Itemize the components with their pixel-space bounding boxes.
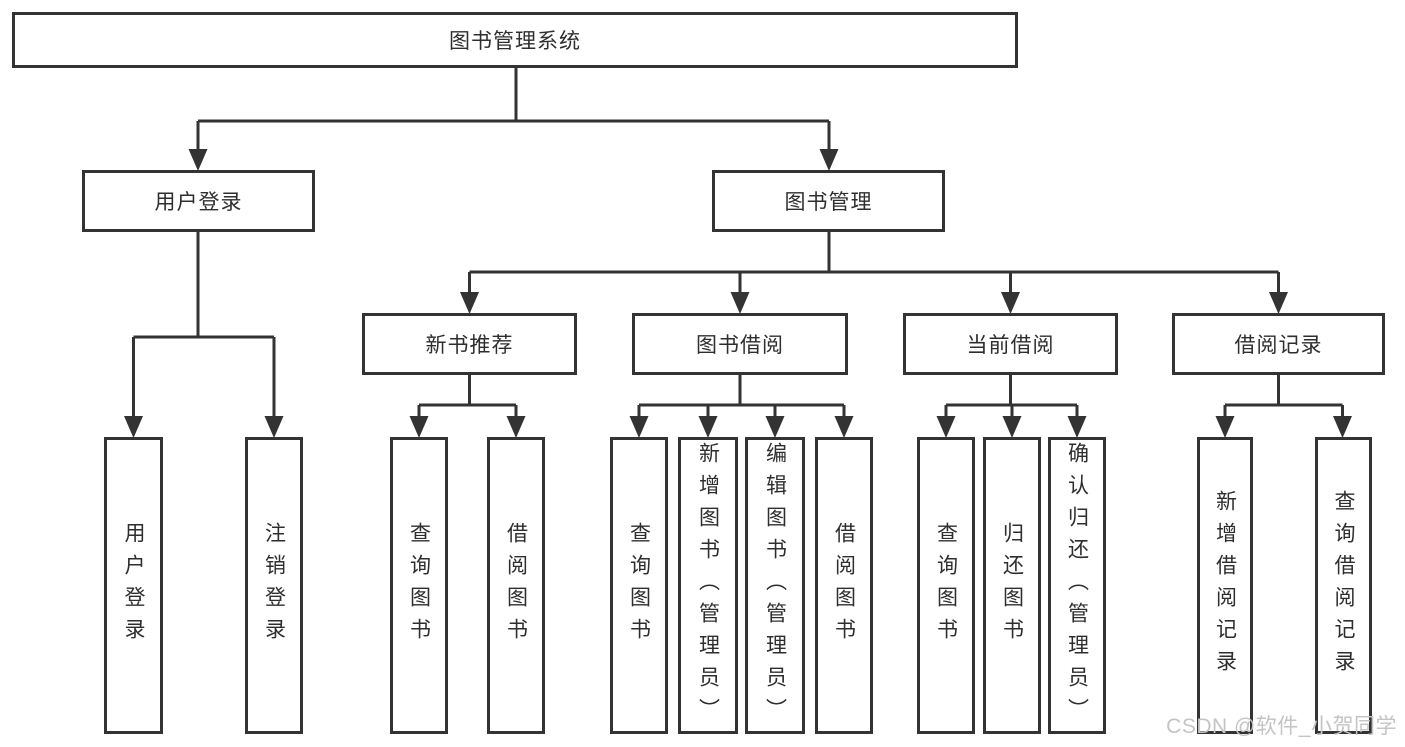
node-leaf-return-books: 归还图书 [983,437,1041,734]
node-label: 查询图书 [627,521,651,650]
node-label: 借阅图书 [832,521,856,650]
node-label: 用户登录 [122,521,145,650]
node-label: 查询图书 [934,521,958,650]
node-leaf-edit-books-admin: 编辑图书（管理员） [745,437,805,734]
node-label: 新增图书（管理员） [696,441,720,730]
node-label: 查询借阅记录 [1332,489,1355,682]
node-label: 确认归还（管理员） [1065,441,1089,730]
node-label: 归还图书 [1000,521,1024,650]
arrowheads [124,149,1352,438]
node-label: 查询图书 [407,521,431,650]
node-leaf-query-books-borrowing: 查询图书 [610,437,668,734]
node-label: 借阅图书 [504,521,528,650]
node-leaf-user-login: 用户登录 [104,437,163,734]
node-label: 注销登录 [262,521,286,650]
node-leaf-query-books-newrec: 查询图书 [390,437,448,734]
node-label: 当前借阅 [966,334,1055,357]
node-leaf-logout: 注销登录 [245,437,303,734]
node-leaf-add-books-admin: 新增图书（管理员） [678,437,738,734]
node-new-book-recommendation: 新书推荐 [362,313,577,375]
node-label: 新增借阅记录 [1213,489,1237,682]
node-label: 图书借阅 [696,334,784,357]
node-leaf-add-borrow-record: 新增借阅记录 [1197,437,1253,734]
node-user-login: 用户登录 [82,170,315,232]
node-leaf-borrow-books-newrec: 借阅图书 [487,437,545,734]
node-book-management: 图书管理 [712,170,945,232]
node-leaf-borrow-books-borrowing: 借阅图书 [815,437,873,734]
node-borrowing-records: 借阅记录 [1172,313,1385,375]
node-current-borrowing: 当前借阅 [903,313,1118,375]
csdn-watermark: CSDN @软件_小贺同学 [1166,715,1397,738]
node-label: 借阅记录 [1234,334,1323,357]
node-label: 图书管理 [784,191,873,214]
node-label: 新书推荐 [425,334,514,357]
node-label: 用户登录 [154,191,243,214]
node-leaf-confirm-return-admin: 确认归还（管理员） [1048,437,1106,734]
node-label: 图书管理系统 [449,30,581,53]
node-label: 编辑图书（管理员） [763,441,787,730]
node-book-borrowing: 图书借阅 [632,313,848,375]
node-library-management-system: 图书管理系统 [12,12,1018,68]
node-leaf-query-books-current: 查询图书 [917,437,975,734]
node-leaf-query-borrow-record: 查询借阅记录 [1315,437,1372,734]
